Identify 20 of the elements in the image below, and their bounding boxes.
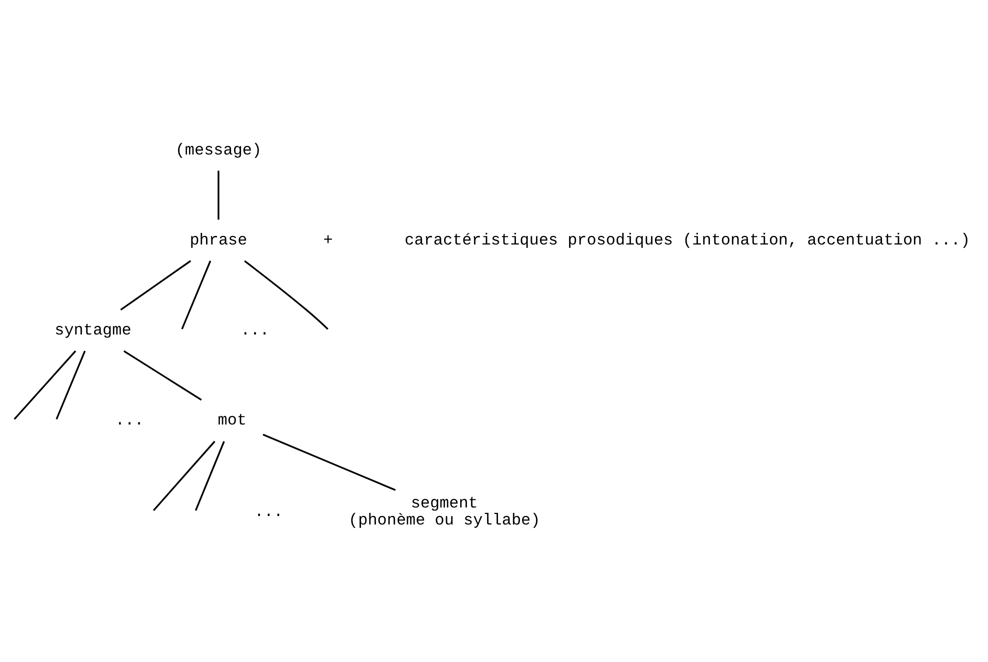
connector (262, 433, 396, 490)
connector (244, 260, 328, 330)
connector (123, 350, 202, 400)
node-text: mot (218, 411, 247, 430)
node-text: (message) (175, 140, 262, 159)
connector (181, 260, 212, 329)
connector (14, 350, 76, 420)
connector (120, 260, 192, 310)
node-text: segment (phonème ou syllabe) (348, 494, 540, 530)
connector (56, 350, 86, 420)
connector (194, 440, 225, 510)
label: ... (254, 502, 284, 520)
label: ... (115, 411, 144, 430)
connector (218, 170, 220, 220)
connector (152, 440, 216, 511)
label: caractéristiques prosodiques (intonation, accentuation ...) (404, 230, 970, 249)
node-text: phrase (190, 230, 248, 249)
node-text: syntagme (54, 321, 132, 340)
label: + (323, 230, 333, 249)
label: ... (240, 321, 270, 340)
